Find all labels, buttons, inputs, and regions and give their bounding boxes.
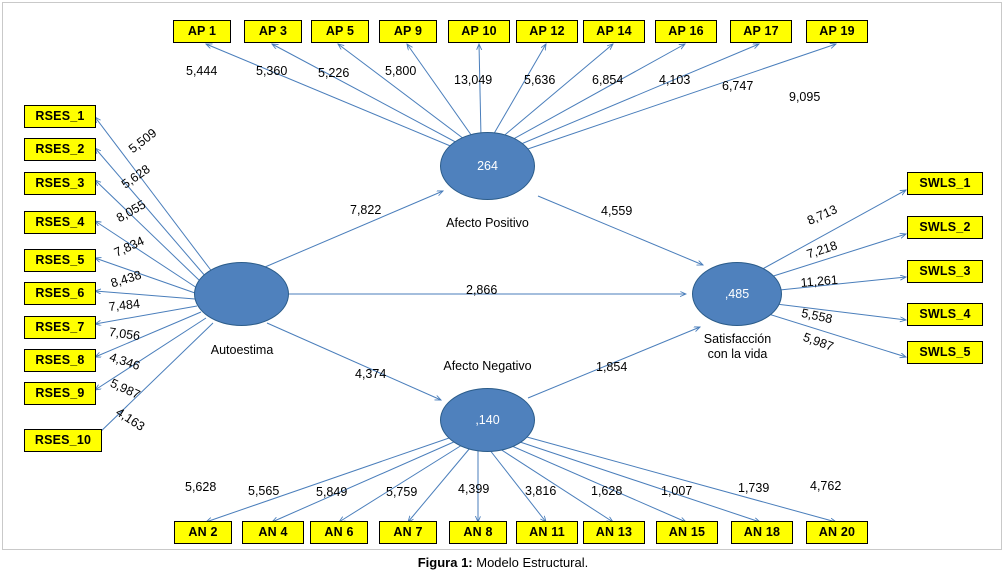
weight-label-ap-19: 9,095 <box>789 90 821 104</box>
indicator-box-rses-8[interactable]: RSES_8 <box>24 349 96 372</box>
indicator-box-an-6[interactable]: AN 6 <box>310 521 368 544</box>
indicator-box-ap-3[interactable]: AP 3 <box>244 20 302 43</box>
weight-label-an-2: 5,628 <box>185 480 217 494</box>
latent-satisfaccion[interactable]: ,485 <box>692 262 782 326</box>
indicator-box-ap-19[interactable]: AP 19 <box>806 20 868 43</box>
indicator-box-swls-4[interactable]: SWLS_4 <box>907 303 983 326</box>
indicator-box-ap-9[interactable]: AP 9 <box>379 20 437 43</box>
weight-label-ap-3: 5,360 <box>256 64 288 78</box>
indicator-box-an-7[interactable]: AN 7 <box>379 521 437 544</box>
weight-label-an-11: 3,816 <box>525 484 557 498</box>
weight-label-ap-5: 5,226 <box>318 66 350 80</box>
latent-label-satisfaccion: Satisfacción con la vida <box>680 332 795 362</box>
indicator-box-an-8[interactable]: AN 8 <box>449 521 507 544</box>
indicator-box-swls-2[interactable]: SWLS_2 <box>907 216 983 239</box>
diagram-frame <box>2 2 1002 550</box>
latent-label-afecto-negativo: Afecto Negativo <box>443 359 532 373</box>
weight-label-ap-9: 5,800 <box>385 64 417 78</box>
latent-value-afecto-negativo: ,140 <box>475 413 500 427</box>
weight-label-ap-16: 4,103 <box>659 73 691 87</box>
indicator-box-ap-14[interactable]: AP 14 <box>583 20 645 43</box>
indicator-box-an-11[interactable]: AN 11 <box>516 521 578 544</box>
latent-afecto-negativo[interactable]: ,140 <box>440 388 535 452</box>
weight-label-ap-17: 6,747 <box>722 79 754 93</box>
weight-label-an-8: 4,399 <box>458 482 490 496</box>
latent-value-satisfaccion: ,485 <box>724 287 750 301</box>
figure-caption-prefix: Figura 1: <box>417 555 473 570</box>
weight-label-ap-1: 5,444 <box>186 64 218 78</box>
latent-afecto-positivo[interactable]: 264 <box>440 132 535 200</box>
indicator-box-ap-1[interactable]: AP 1 <box>173 20 231 43</box>
weight-label-ap-12: 5,636 <box>524 73 556 87</box>
weight-label-an-20: 4,762 <box>810 479 842 493</box>
weight-label-an-18: 1,739 <box>738 481 770 495</box>
indicator-box-ap-16[interactable]: AP 16 <box>655 20 717 43</box>
indicator-box-rses-4[interactable]: RSES_4 <box>24 211 96 234</box>
indicator-box-rses-3[interactable]: RSES_3 <box>24 172 96 195</box>
weight-label-an-4: 5,565 <box>248 484 280 498</box>
indicator-box-ap-10[interactable]: AP 10 <box>448 20 510 43</box>
indicator-box-ap-12[interactable]: AP 12 <box>516 20 578 43</box>
weight-label-an-13: 1,628 <box>591 484 623 498</box>
indicator-box-an-18[interactable]: AN 18 <box>731 521 793 544</box>
indicator-box-rses-7[interactable]: RSES_7 <box>24 316 96 339</box>
indicator-box-swls-5[interactable]: SWLS_5 <box>907 341 983 364</box>
indicator-box-an-20[interactable]: AN 20 <box>806 521 868 544</box>
path-label-afecto-negativo-satisfaccion: 1,854 <box>596 360 628 374</box>
latent-label-satisfaccion-line2: con la vida <box>707 347 768 361</box>
path-label-autoestima-afecto-negativo: 4,374 <box>355 367 387 381</box>
indicator-box-an-4[interactable]: AN 4 <box>242 521 304 544</box>
figure-caption: Figura 1: Modelo Estructural. <box>0 555 1006 570</box>
path-label-afecto-positivo-satisfaccion: 4,559 <box>601 204 633 218</box>
path-label-autoestima-satisfaccion: 2,866 <box>466 283 498 297</box>
indicator-box-rses-6[interactable]: RSES_6 <box>24 282 96 305</box>
latent-label-satisfaccion-line1: Satisfacción <box>703 332 772 346</box>
weight-label-an-6: 5,849 <box>316 485 348 499</box>
weight-label-ap-14: 6,854 <box>592 73 624 87</box>
latent-autoestima[interactable] <box>194 262 289 326</box>
path-label-autoestima-afecto-positivo: 7,822 <box>350 203 382 217</box>
latent-label-afecto-positivo: Afecto Positivo <box>446 216 529 230</box>
weight-label-an-15: 1,007 <box>661 484 693 498</box>
indicator-box-rses-5[interactable]: RSES_5 <box>24 249 96 272</box>
weight-label-an-7: 5,759 <box>386 485 418 499</box>
indicator-box-an-2[interactable]: AN 2 <box>174 521 232 544</box>
indicator-box-rses-10[interactable]: RSES_10 <box>24 429 102 452</box>
indicator-box-an-13[interactable]: AN 13 <box>583 521 645 544</box>
indicator-box-rses-2[interactable]: RSES_2 <box>24 138 96 161</box>
latent-label-autoestima: Autoestima <box>210 343 274 357</box>
indicator-box-ap-17[interactable]: AP 17 <box>730 20 792 43</box>
indicator-box-rses-1[interactable]: RSES_1 <box>24 105 96 128</box>
figure-caption-text: Modelo Estructural. <box>472 555 589 570</box>
indicator-box-an-15[interactable]: AN 15 <box>656 521 718 544</box>
indicator-box-swls-1[interactable]: SWLS_1 <box>907 172 983 195</box>
indicator-box-ap-5[interactable]: AP 5 <box>311 20 369 43</box>
latent-value-afecto-positivo: 264 <box>477 159 498 173</box>
weight-label-ap-10: 13,049 <box>454 73 493 87</box>
indicator-box-swls-3[interactable]: SWLS_3 <box>907 260 983 283</box>
indicator-box-rses-9[interactable]: RSES_9 <box>24 382 96 405</box>
